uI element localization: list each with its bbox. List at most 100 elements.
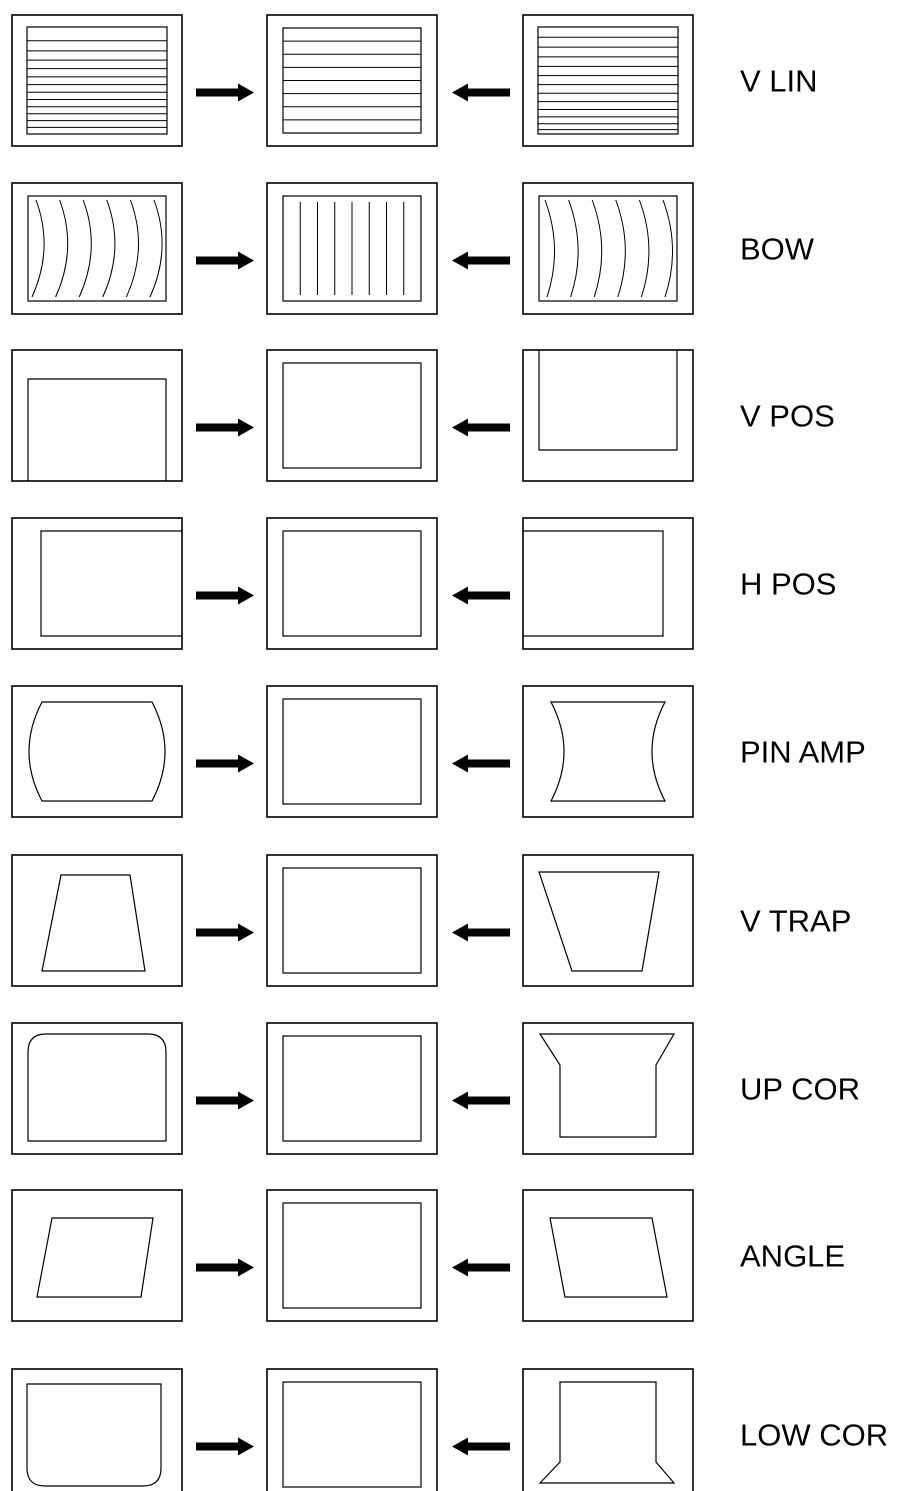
picture-area: [282, 195, 422, 302]
center-screen: [266, 517, 438, 650]
distorted-picture: [538, 871, 660, 972]
arrow-right-icon: [196, 923, 254, 942]
row-label: PIN AMP: [740, 735, 866, 770]
arrow-head: [452, 1258, 468, 1277]
picture-area: [537, 26, 679, 135]
center-screen: [266, 349, 438, 482]
distorted-picture: [549, 1217, 668, 1298]
screen-frame: [11, 1189, 183, 1322]
screen-frame: [11, 1022, 183, 1155]
adjustment-row-low-cor: LOW COR: [11, 1368, 888, 1491]
bowed-line: [102, 199, 116, 298]
arrow-head: [238, 1091, 254, 1110]
arrow-right-icon: [196, 1258, 254, 1277]
bowed-line: [149, 199, 163, 298]
left-screen: [11, 1022, 183, 1155]
arrow-right-icon: [196, 418, 254, 437]
arrow-left-icon: [452, 754, 510, 773]
bowed-line: [591, 199, 603, 298]
distorted-picture: [538, 1381, 676, 1484]
arrow-head: [238, 586, 254, 605]
screen-frame: [522, 685, 694, 818]
left-screen: [11, 517, 183, 650]
arrow-shaft: [468, 1263, 510, 1272]
arrow-left-icon: [452, 418, 510, 437]
screen-frame: [11, 854, 183, 987]
screen-frame: [11, 182, 183, 315]
bowed-line: [55, 199, 69, 298]
arrow-left-icon: [452, 923, 510, 942]
picture-area: [282, 698, 422, 805]
arrow-head: [238, 1258, 254, 1277]
bowed-line: [638, 199, 650, 298]
arrow-head: [238, 754, 254, 773]
picture-area: [27, 378, 167, 481]
arrow-left-icon: [452, 1437, 510, 1456]
arrow-left-icon: [452, 251, 510, 270]
row-label: H POS: [740, 567, 836, 602]
left-screen: [11, 349, 183, 482]
arrow-head: [452, 418, 468, 437]
screen-frame: [266, 14, 438, 147]
adjustment-row-v-lin: V LIN: [11, 14, 818, 147]
arrow-head: [452, 1091, 468, 1110]
bowed-line: [544, 199, 556, 298]
arrow-head: [238, 1437, 254, 1456]
screen-frame: [522, 854, 694, 987]
arrow-head: [238, 418, 254, 437]
arrow-head: [452, 923, 468, 942]
bowed-line: [615, 199, 626, 298]
arrow-right-icon: [196, 83, 254, 102]
arrow-shaft: [196, 1442, 238, 1451]
row-label: ANGLE: [740, 1239, 845, 1274]
center-screen: [266, 854, 438, 987]
picture-area: [538, 350, 678, 451]
screen-frame: [522, 1189, 694, 1322]
screen-frame: [11, 14, 183, 147]
screen-frame: [522, 1022, 694, 1155]
arrow-shaft: [196, 1096, 238, 1105]
arrow-left-icon: [452, 586, 510, 605]
arrow-shaft: [196, 759, 238, 768]
adjustment-row-pin-amp: PIN AMP: [11, 685, 866, 818]
bowed-line: [662, 199, 674, 298]
bowed-line: [125, 199, 139, 298]
adjustment-row-up-cor: UP COR: [11, 1022, 860, 1155]
screen-frame: [266, 1189, 438, 1322]
arrow-head: [452, 754, 468, 773]
picture-area: [282, 1202, 422, 1309]
picture-area: [282, 362, 422, 469]
screen-frame: [522, 349, 694, 482]
arrow-shaft: [196, 1263, 238, 1272]
center-screen: [266, 1022, 438, 1155]
picture-area: [282, 1381, 422, 1488]
arrow-head: [452, 1437, 468, 1456]
arrow-shaft: [468, 759, 510, 768]
arrow-shaft: [196, 256, 238, 265]
arrow-shaft: [468, 591, 510, 600]
adjustment-row-angle: ANGLE: [11, 1189, 845, 1322]
distorted-picture: [550, 701, 666, 802]
distorted-picture: [28, 701, 166, 802]
bowed-line: [568, 199, 579, 298]
arrow-right-icon: [196, 586, 254, 605]
right-screen: [522, 854, 694, 987]
screen-frame: [266, 685, 438, 818]
center-screen: [266, 14, 438, 147]
left-screen: [11, 182, 183, 315]
adjustment-row-bow: BOW: [11, 182, 815, 315]
screen-frame: [266, 182, 438, 315]
screen-frame: [266, 1368, 438, 1491]
screen-frame: [266, 1022, 438, 1155]
right-screen: [522, 182, 694, 315]
screen-frame: [522, 14, 694, 147]
row-label: LOW COR: [740, 1418, 888, 1453]
screen-frame: [11, 349, 183, 482]
arrow-shaft: [468, 256, 510, 265]
row-label: V LIN: [740, 64, 818, 99]
arrow-right-icon: [196, 251, 254, 270]
bowed-line: [78, 199, 92, 298]
row-label: UP COR: [740, 1072, 860, 1107]
right-screen: [522, 1022, 694, 1155]
arrow-shaft: [196, 88, 238, 97]
